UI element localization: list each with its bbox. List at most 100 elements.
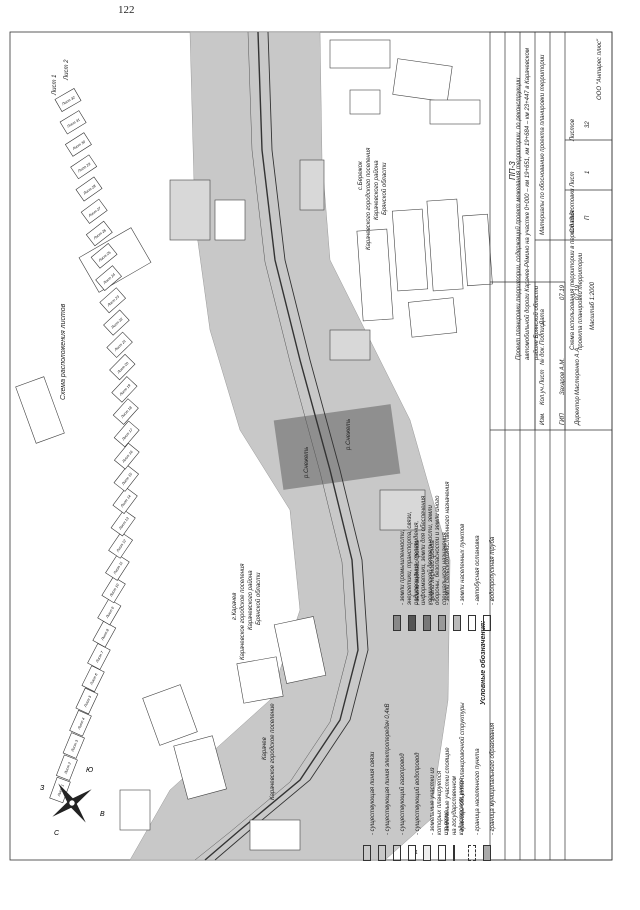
road-line-parallel xyxy=(214,31,369,861)
role-gip: ГИП xyxy=(560,413,566,425)
sheet-tile: Лист 24 xyxy=(95,265,122,291)
sheet-tile-label: Лист 12 xyxy=(115,539,127,554)
sheet-tile-box xyxy=(101,576,126,604)
place-berezhok-1: с.Бережок xyxy=(358,161,364,190)
sheet-tile: Лист 21 xyxy=(106,331,133,358)
sheet-tile: Лист 16 xyxy=(113,442,140,470)
compass-north: С xyxy=(54,830,60,837)
sheet-tile-label: Лист 30 xyxy=(71,140,86,152)
sheet-tile: Лист 9 xyxy=(97,598,122,626)
sheet-tile-box xyxy=(75,687,99,715)
drawing-name: Схема использования территории в период … xyxy=(570,188,584,350)
legend-left-item: - существующий газопровод xyxy=(400,753,406,835)
sheet-tile-box xyxy=(95,265,122,291)
water-zone xyxy=(273,404,401,490)
place-berezhok-4: Брянской области xyxy=(382,162,388,216)
page-number: 122 xyxy=(118,4,135,16)
revision-column-header: Кол.уч. xyxy=(540,385,546,405)
legend-left-item: - существующая линия электропередач 0,4к… xyxy=(385,703,391,835)
sheet-tile-box xyxy=(55,754,78,781)
legend-swatch-code: 1 xyxy=(415,850,418,856)
sheet-tile-label: Лист 2 xyxy=(63,762,72,776)
sheet-tile-box xyxy=(70,154,98,180)
sheet-tile-box xyxy=(75,176,103,202)
sheet-tile-box xyxy=(105,553,130,581)
company-name: ООО "Антарес плюс" xyxy=(597,39,603,100)
compass-rose xyxy=(52,783,92,823)
sheet-tile: Лист 14 xyxy=(112,487,138,515)
sheet-tile: Лист 30 xyxy=(64,132,92,157)
revision-column-header: Изм. xyxy=(540,412,546,425)
sheet-tile-label: Лист 1 xyxy=(57,784,65,798)
sheet-tile-label: Лист 8 xyxy=(100,628,110,642)
legend-left-item: - существующий водопровод xyxy=(415,752,421,835)
legend-swatch-right xyxy=(483,615,491,631)
sheet-tile-label: Лист 32 xyxy=(60,96,75,107)
place-berezhok-3: Карачевского района xyxy=(374,160,380,220)
sheet-tile-label: Лист 3 xyxy=(70,739,79,753)
sheet-tile-box xyxy=(85,220,113,247)
legend-swatch-left xyxy=(483,845,491,861)
legend-title: Условные обозначения: xyxy=(480,620,487,705)
sheet-tile-box xyxy=(106,331,133,358)
sheet-tile: Лист 26 xyxy=(85,220,113,247)
section-name: Материалы по обоснованию проекта планиро… xyxy=(540,54,546,235)
place-karachev-short-2: Карачевское городское поселение xyxy=(270,703,276,800)
sheet-tile-box xyxy=(113,442,140,470)
legend-swatch-right xyxy=(453,615,461,631)
sheet-tile: Лист 7 xyxy=(87,643,111,670)
sheet-tile: Лист 19 xyxy=(111,376,138,403)
sheet-tile: Лист 2 xyxy=(55,754,78,781)
legend-left-item: - граница населенного пункта xyxy=(475,748,481,835)
legend-swatch-right xyxy=(408,615,416,631)
sheet-tile-label: Лист 11 xyxy=(112,561,123,576)
sheet-tile-box xyxy=(54,88,82,112)
project-name: Проект планировки территории, содержащий… xyxy=(516,48,540,360)
stage-header: Листов xyxy=(570,119,576,141)
sheet-tile-label: Лист 7 xyxy=(95,650,105,664)
stage-value: 1 xyxy=(585,170,591,174)
sheet-tile: Лист 25 xyxy=(90,243,118,269)
sheet-tile-box xyxy=(64,132,92,157)
sheet-tile: Лист 27 xyxy=(80,198,108,224)
sheet-tile: Лист 15 xyxy=(113,465,140,492)
compass-west: З xyxy=(40,785,45,792)
sheet-tile-box xyxy=(59,110,87,135)
sheet-tile: Лист 6 xyxy=(81,665,105,693)
compass-south: Ю xyxy=(86,767,93,774)
legend-right-item: - водопропускная труба xyxy=(490,536,496,605)
person-1: Захаров А.М. xyxy=(560,357,566,395)
legend-right-item: - земли населенных пунктов xyxy=(460,523,466,605)
sheet-tile: Лист 29 xyxy=(70,154,98,180)
sheet-tile-box xyxy=(108,531,133,559)
sheet-tile-box xyxy=(113,465,140,492)
sheet-tile: Лист 3 xyxy=(62,732,85,759)
sheet-tile: Лист 4 xyxy=(69,709,92,737)
sheet-tile-box xyxy=(109,353,136,381)
sheet-tile: Лист 18 xyxy=(112,398,139,425)
sheet-tile: Лист 32 xyxy=(54,88,82,112)
sheet-tile-box xyxy=(81,665,105,693)
legend-swatch-right xyxy=(468,615,476,631)
stage-header: Лист xyxy=(570,171,576,187)
sheet-tile: Лист 28 xyxy=(75,176,103,202)
person-2: Мастеренко А.А. xyxy=(575,346,581,395)
legend-swatch-left xyxy=(438,845,446,861)
parcels-karachev xyxy=(15,179,327,851)
sign-date-2: 07.19 xyxy=(575,284,581,300)
stage-value: П xyxy=(585,215,591,220)
legend-swatch-left xyxy=(378,845,386,861)
legend-right-item: - земли промышленности, энергетики, тран… xyxy=(400,495,448,605)
revision-column-header: Лист xyxy=(540,369,546,385)
legend-right-item: - автобусная остановка xyxy=(475,535,481,605)
sheet-tile-box xyxy=(113,420,140,448)
legend-swatch-left xyxy=(393,845,401,861)
legend-swatch-right xyxy=(438,615,446,631)
place-berezhok-2: Карачевского городского поселения xyxy=(366,147,372,250)
legend-swatch-right xyxy=(393,615,401,631)
legend-swatch-right xyxy=(423,615,431,631)
legend-swatch-left xyxy=(363,845,371,861)
sheet-tile-box xyxy=(110,509,136,537)
